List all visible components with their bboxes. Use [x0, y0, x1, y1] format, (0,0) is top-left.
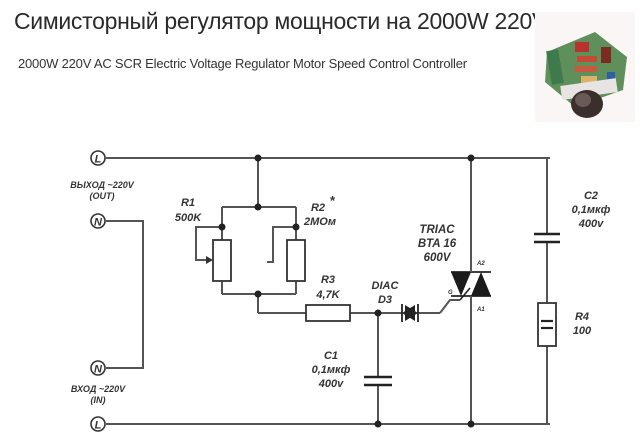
r2-trimmer — [286, 239, 306, 282]
wire-neutral — [106, 220, 144, 369]
r3-name: R3 — [321, 274, 335, 286]
c1-value: 0,1мкф — [312, 364, 351, 376]
triac-part: BTA 16 — [418, 238, 457, 250]
triac-pin-g: G — [448, 290, 453, 296]
junction-dot — [467, 154, 475, 162]
in-sublabel: (IN) — [91, 395, 106, 405]
wiper-arrow-icon — [206, 256, 213, 264]
junction-dot — [254, 203, 262, 211]
junction-dot — [254, 154, 262, 162]
c2-capacitor — [534, 232, 560, 244]
wire-r2-wiper — [267, 226, 296, 263]
c1-voltage: 400v — [318, 378, 344, 390]
in-label: ВХОД ~220V — [71, 384, 126, 394]
diac-symbol — [401, 304, 419, 322]
junction-dot — [374, 420, 382, 428]
triac-symbol — [451, 265, 491, 305]
c1-name: C1 — [324, 350, 338, 362]
out-sublabel: (OUT) — [90, 191, 115, 201]
r1-name: R1 — [181, 197, 195, 209]
r4-name: R4 — [575, 311, 589, 323]
junction-dot — [374, 309, 382, 317]
svg-text:N: N — [94, 217, 103, 229]
c2-value: 0,1мкф — [572, 204, 611, 216]
dimmer-module-photo — [535, 12, 635, 122]
out-label: ВЫХОД ~220V — [70, 180, 135, 190]
r2-mark: * — [329, 193, 335, 208]
r4-resistor — [537, 302, 557, 347]
diac-name: DIAC — [372, 280, 400, 292]
page-title: Симисторный регулятор мощности на 2000W … — [14, 8, 547, 34]
svg-text:L: L — [95, 420, 102, 432]
junctions — [218, 154, 475, 428]
r2-name: R2 — [311, 202, 325, 214]
triac-pin-a1: A1 — [476, 307, 485, 313]
terminal-n-top: N — [90, 213, 106, 229]
terminal-l-bottom: L — [90, 416, 106, 432]
r1-potentiometer — [206, 239, 232, 282]
junction-dot — [218, 223, 226, 231]
svg-text:L: L — [95, 154, 102, 166]
junction-dot — [467, 420, 475, 428]
c2-name: C2 — [584, 190, 598, 202]
triac-voltage: 600V — [424, 252, 452, 264]
c1-capacitor — [364, 375, 392, 387]
wire-c2-top — [471, 157, 548, 234]
triac-pin-a2: A2 — [476, 261, 485, 267]
r1-value: 500K — [175, 212, 202, 224]
junction-dot — [254, 290, 262, 298]
wire-gate — [439, 299, 460, 314]
r4-value: 100 — [573, 325, 592, 337]
diac-ref: D3 — [378, 294, 392, 306]
page-subtitle: 2000W 220V AC SCR Electric Voltage Regul… — [18, 56, 467, 71]
svg-text:N: N — [94, 364, 103, 376]
wire-r1-wiper — [195, 226, 222, 261]
r3-resistor — [305, 304, 351, 322]
terminal-l-top: L — [90, 150, 106, 166]
junction-dot — [292, 223, 300, 231]
c2-voltage: 400v — [578, 218, 604, 230]
r2-value: 2MOм — [303, 216, 336, 228]
r3-value: 4,7K — [315, 289, 340, 301]
triac-name: TRIAC — [419, 224, 455, 236]
terminal-n-bottom: N — [90, 360, 106, 376]
